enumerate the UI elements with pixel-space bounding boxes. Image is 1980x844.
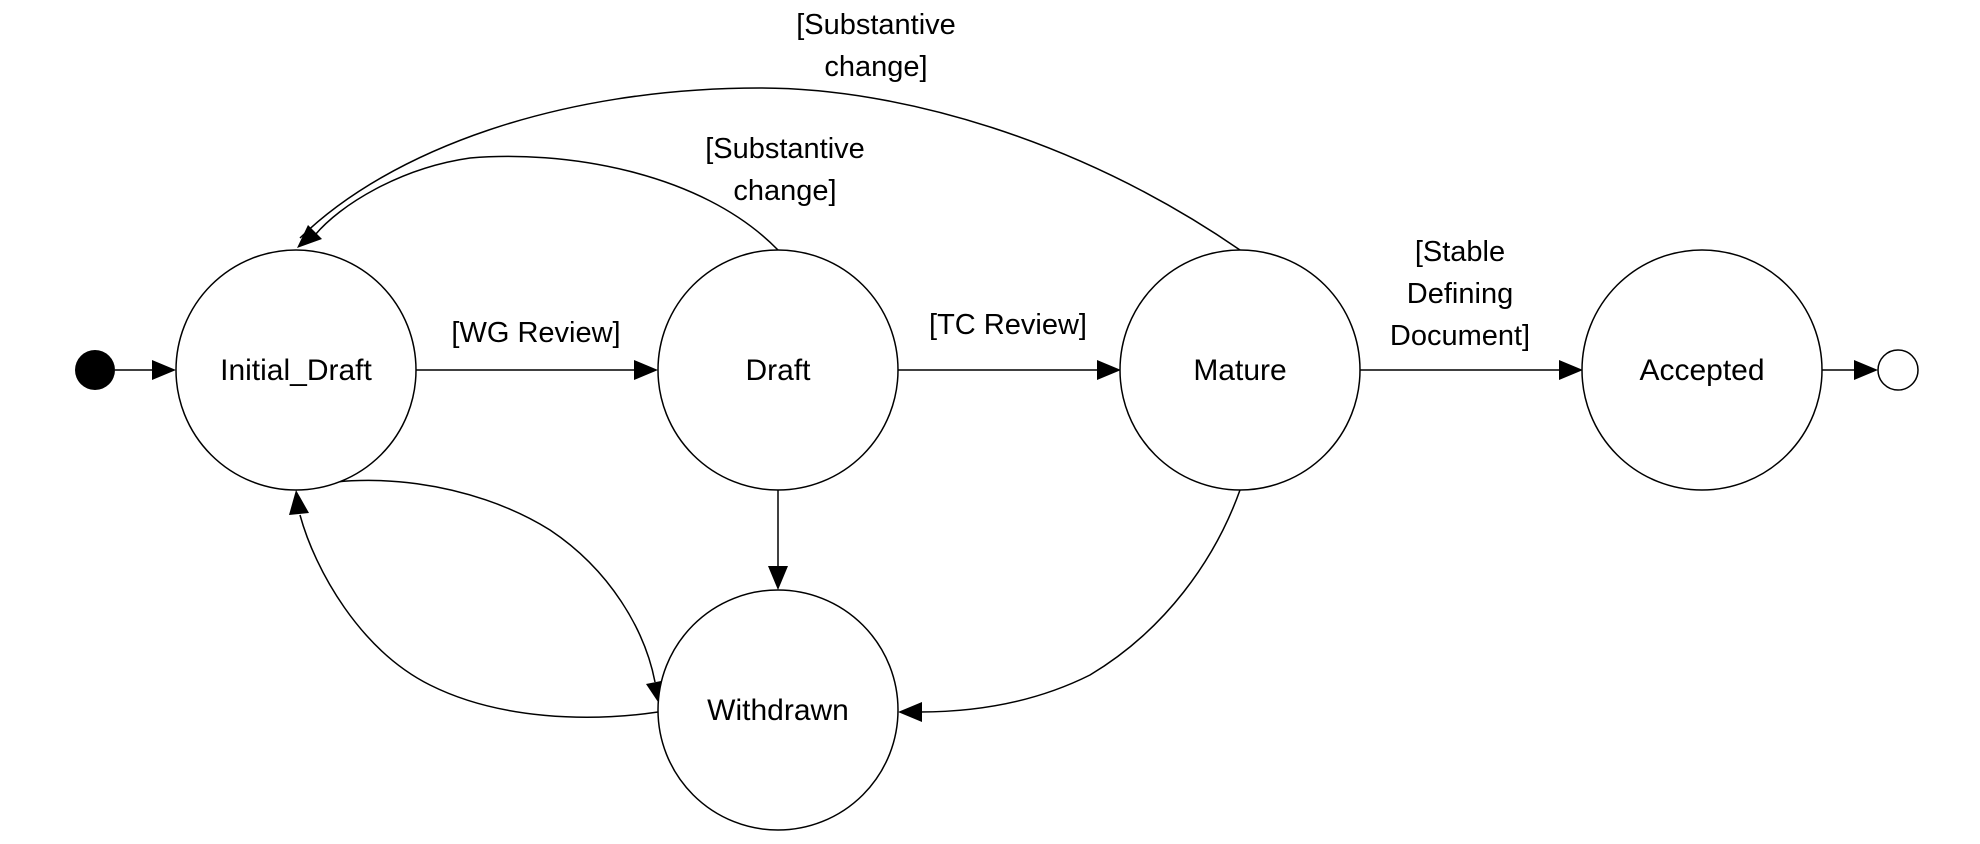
- final-node: [1877, 349, 1919, 391]
- label-substantive-mature-line2: change]: [824, 51, 927, 83]
- states: [175, 249, 1823, 831]
- label-substantive-mature-line1: [Substantive: [796, 9, 956, 41]
- edge-mature-substantive-change: [299, 87, 1241, 251]
- state-label-draft: Draft: [745, 354, 811, 387]
- edge-withdrawn-to-initial-draft: [299, 514, 659, 718]
- arrowhead: [898, 702, 922, 722]
- state-mature: [1119, 249, 1361, 491]
- edge-draft-substantive-change: [314, 155, 779, 251]
- arrowhead: [634, 360, 658, 380]
- label-substantive-draft-line2: change]: [733, 175, 836, 207]
- edge-mature-to-withdrawn: [919, 489, 1241, 713]
- label-tc-review: [TC Review]: [929, 309, 1087, 341]
- state-label-withdrawn: Withdrawn: [707, 694, 849, 727]
- arrowhead: [297, 225, 322, 248]
- state-label-accepted: Accepted: [1639, 354, 1764, 387]
- label-stable-line2: Defining: [1407, 278, 1513, 310]
- arrowhead: [768, 566, 788, 590]
- state-initial-draft: [175, 249, 417, 491]
- state-withdrawn: [657, 589, 899, 831]
- state-accepted: [1581, 249, 1823, 491]
- state-label-mature: Mature: [1193, 354, 1286, 387]
- label-substantive-draft-line1: [Substantive: [705, 133, 865, 165]
- transition-labels: [WG Review] [TC Review] [Stable Defining…: [451, 9, 1530, 352]
- arrowhead: [1097, 360, 1121, 380]
- edge-initial-draft-to-withdrawn: [295, 479, 656, 683]
- arrowhead: [1559, 360, 1583, 380]
- state-draft: [657, 249, 899, 491]
- label-stable-line3: Document]: [1390, 320, 1530, 352]
- label-wg-review: [WG Review]: [451, 317, 620, 349]
- state-label-initial-draft: Initial_Draft: [220, 354, 372, 387]
- arrowhead: [152, 360, 176, 380]
- state-labels: Initial_Draft Draft Mature Accepted With…: [220, 354, 1764, 727]
- arrowhead: [1854, 360, 1878, 380]
- arrowhead: [289, 490, 309, 515]
- initial-node: [75, 350, 115, 390]
- label-stable-line1: [Stable: [1415, 236, 1505, 268]
